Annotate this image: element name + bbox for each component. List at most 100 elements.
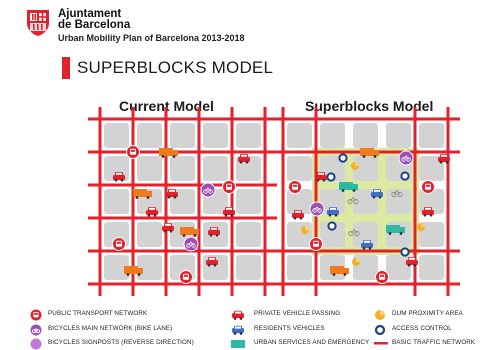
current-model-title: Current Model — [119, 98, 214, 114]
red-car-icon — [238, 154, 250, 164]
barcelona-logo — [27, 10, 49, 36]
city-block — [170, 156, 195, 181]
red-car-icon — [146, 207, 158, 217]
bus-stop-icon — [421, 180, 435, 194]
red-car-icon — [113, 172, 125, 182]
traffic-street — [88, 282, 277, 286]
city-block — [137, 222, 162, 247]
bike-signpost-icon — [348, 228, 360, 237]
city-block — [287, 255, 312, 280]
traffic-street — [98, 107, 102, 296]
truck-icon — [330, 266, 349, 276]
red-car-icon — [422, 207, 434, 217]
access-control-icon — [326, 172, 336, 182]
city-block — [287, 189, 312, 214]
traffic-street — [271, 249, 460, 253]
access-control-icon — [327, 221, 337, 231]
org-name-line1: Ajuntament — [58, 8, 122, 20]
org-name-line2: de Barcelona — [58, 19, 131, 31]
bike-lane-icon — [398, 150, 414, 166]
city-block — [170, 123, 195, 148]
red-car-icon — [208, 227, 220, 237]
city-block — [287, 222, 312, 247]
bus-stop-icon — [375, 270, 389, 284]
truck-icon — [159, 148, 178, 158]
red-car-icon — [223, 207, 235, 217]
city-block — [236, 123, 261, 148]
truck-icon — [180, 227, 199, 237]
city-block — [386, 123, 411, 148]
city-block — [353, 222, 378, 247]
city-block — [236, 222, 261, 247]
city-block — [203, 156, 228, 181]
city-block — [320, 156, 345, 181]
traffic-street — [271, 282, 460, 286]
dum-area-icon — [301, 226, 309, 234]
city-block — [236, 189, 261, 214]
city-block — [419, 222, 444, 247]
traffic-street — [281, 107, 285, 296]
red-car-icon — [162, 223, 174, 233]
blue-car-icon — [327, 207, 339, 217]
red-car-icon — [292, 210, 304, 220]
city-block — [419, 123, 444, 148]
access-control-icon — [400, 247, 410, 257]
superblocks-model-title: Superblocks Model — [305, 98, 434, 114]
access-control-icon — [400, 171, 410, 181]
service-truck-icon — [339, 182, 358, 192]
traffic-street — [131, 107, 135, 296]
bike-lane-icon — [183, 236, 199, 252]
traffic-street — [314, 107, 318, 296]
traffic-street — [413, 107, 417, 296]
truck-icon — [360, 148, 379, 158]
city-block — [104, 255, 129, 280]
bike-lane-icon — [309, 201, 325, 217]
plan-subtitle: Urban Mobility Plan of Barcelona 2013-20… — [58, 33, 245, 43]
traffic-street — [446, 107, 450, 296]
city-block — [419, 156, 444, 181]
city-block — [104, 189, 129, 214]
city-block — [137, 156, 162, 181]
truck-icon — [133, 189, 152, 199]
traffic-street — [88, 249, 277, 253]
city-block — [353, 123, 378, 148]
bus-stop-icon — [112, 237, 126, 251]
traffic-street — [164, 107, 168, 296]
city-block — [137, 255, 162, 280]
traffic-street — [88, 216, 277, 220]
traffic-street — [88, 150, 277, 154]
dum-area-icon — [352, 258, 360, 266]
blue-car-icon — [371, 189, 383, 199]
city-block — [203, 123, 228, 148]
bus-stop-icon — [126, 145, 140, 159]
blue-car-icon — [361, 240, 373, 250]
section-accent-bar — [62, 57, 70, 79]
red-car-icon — [166, 189, 178, 199]
traffic-street — [263, 107, 267, 296]
access-control-icon — [338, 153, 348, 163]
truck-icon — [124, 266, 143, 276]
city-block — [287, 156, 312, 181]
red-car-icon — [206, 257, 218, 267]
dum-area-icon — [351, 162, 359, 170]
organization-name: Ajuntament de Barcelona Urban Mobility P… — [58, 8, 318, 44]
current-model-diagram — [88, 107, 277, 296]
red-car-icon — [438, 154, 450, 164]
bike-signpost-icon — [391, 189, 403, 198]
traffic-street — [271, 117, 460, 121]
city-block — [386, 255, 411, 280]
dum-area-icon — [417, 223, 425, 231]
traffic-street — [88, 183, 277, 187]
traffic-street — [197, 107, 201, 296]
city-block — [137, 123, 162, 148]
bike-signpost-icon — [347, 196, 359, 205]
superblocks-model-diagram — [271, 107, 460, 296]
bus-stop-icon — [222, 180, 236, 194]
traffic-street — [230, 107, 234, 296]
city-block — [104, 123, 129, 148]
section-title: SUPERBLOCKS MODEL — [77, 58, 274, 77]
city-block — [320, 123, 345, 148]
city-block — [320, 222, 345, 247]
bus-stop-icon — [309, 237, 323, 251]
